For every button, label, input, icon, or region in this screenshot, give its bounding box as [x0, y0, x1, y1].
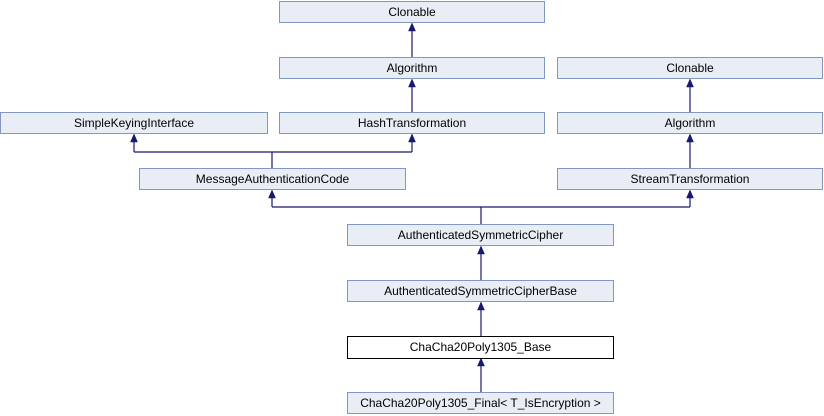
class-node-authenticatedsymmetriccipher[interactable]: AuthenticatedSymmetricCipher: [347, 224, 614, 246]
arrowhead-icon: [130, 133, 138, 143]
class-node-hashtransformation[interactable]: HashTransformation: [279, 112, 545, 134]
edge-asc-fork: [271, 198, 691, 224]
edge-mac-fork: [133, 142, 413, 168]
class-node-algorithm[interactable]: Algorithm: [279, 57, 545, 79]
class-node-streamtransformation[interactable]: StreamTransformation: [557, 168, 823, 190]
class-node-messageauthenticationcode[interactable]: MessageAuthenticationCode: [139, 168, 406, 190]
arrowhead-icon: [686, 189, 694, 199]
class-node-authenticatedsymmetriccipherbase[interactable]: AuthenticatedSymmetricCipherBase: [347, 280, 614, 302]
arrowhead-icon: [686, 78, 694, 88]
arrowhead-icon: [477, 301, 485, 311]
arrowhead-icon: [686, 133, 694, 143]
class-node-clonable[interactable]: Clonable: [279, 1, 545, 23]
arrowhead-icon: [477, 245, 485, 255]
class-node-simplekeyinginterface[interactable]: SimpleKeyingInterface: [0, 112, 268, 134]
class-node-chacha20poly1305-base: ChaCha20Poly1305_Base: [347, 336, 614, 359]
arrowhead-icon: [408, 78, 416, 88]
class-node-clonable-2[interactable]: Clonable: [557, 57, 823, 79]
arrowhead-icon: [477, 357, 485, 367]
class-node-chacha20poly1305-final[interactable]: ChaCha20Poly1305_Final< T_IsEncryption >: [347, 392, 614, 414]
arrowhead-icon: [408, 133, 416, 143]
class-node-algorithm-2[interactable]: Algorithm: [557, 112, 823, 134]
arrowhead-icon: [268, 189, 276, 199]
arrowhead-icon: [408, 22, 416, 32]
